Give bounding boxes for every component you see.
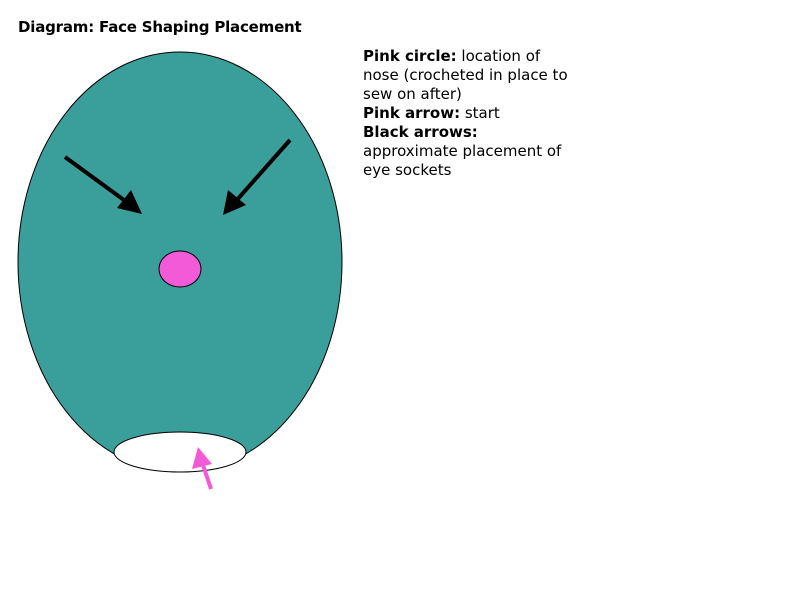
diagram-title: Diagram: Face Shaping Placement [18, 18, 302, 36]
legend-pink-arrow: Pink arrow: start [363, 104, 578, 123]
legend-term: Pink circle: [363, 47, 457, 65]
legend-term: Pink arrow: [363, 104, 461, 122]
nose-circle [158, 250, 202, 288]
legend-desc: approximate placement of eye sockets [363, 142, 562, 179]
legend: Pink circle: location of nose (crocheted… [363, 47, 578, 180]
face-opening [113, 431, 247, 473]
legend-black-arrows: Black arrows: approximate placement of e… [363, 123, 578, 180]
start-arrow [192, 447, 213, 490]
legend-desc: location of nose (crocheted in place to … [363, 47, 568, 103]
legend-desc: start [460, 104, 500, 122]
left-eye-arrow [63, 155, 142, 214]
legend-pink-circle: Pink circle: location of nose (crocheted… [363, 47, 578, 104]
legend-term: Black arrows: [363, 123, 478, 141]
right-eye-arrow [223, 138, 292, 215]
